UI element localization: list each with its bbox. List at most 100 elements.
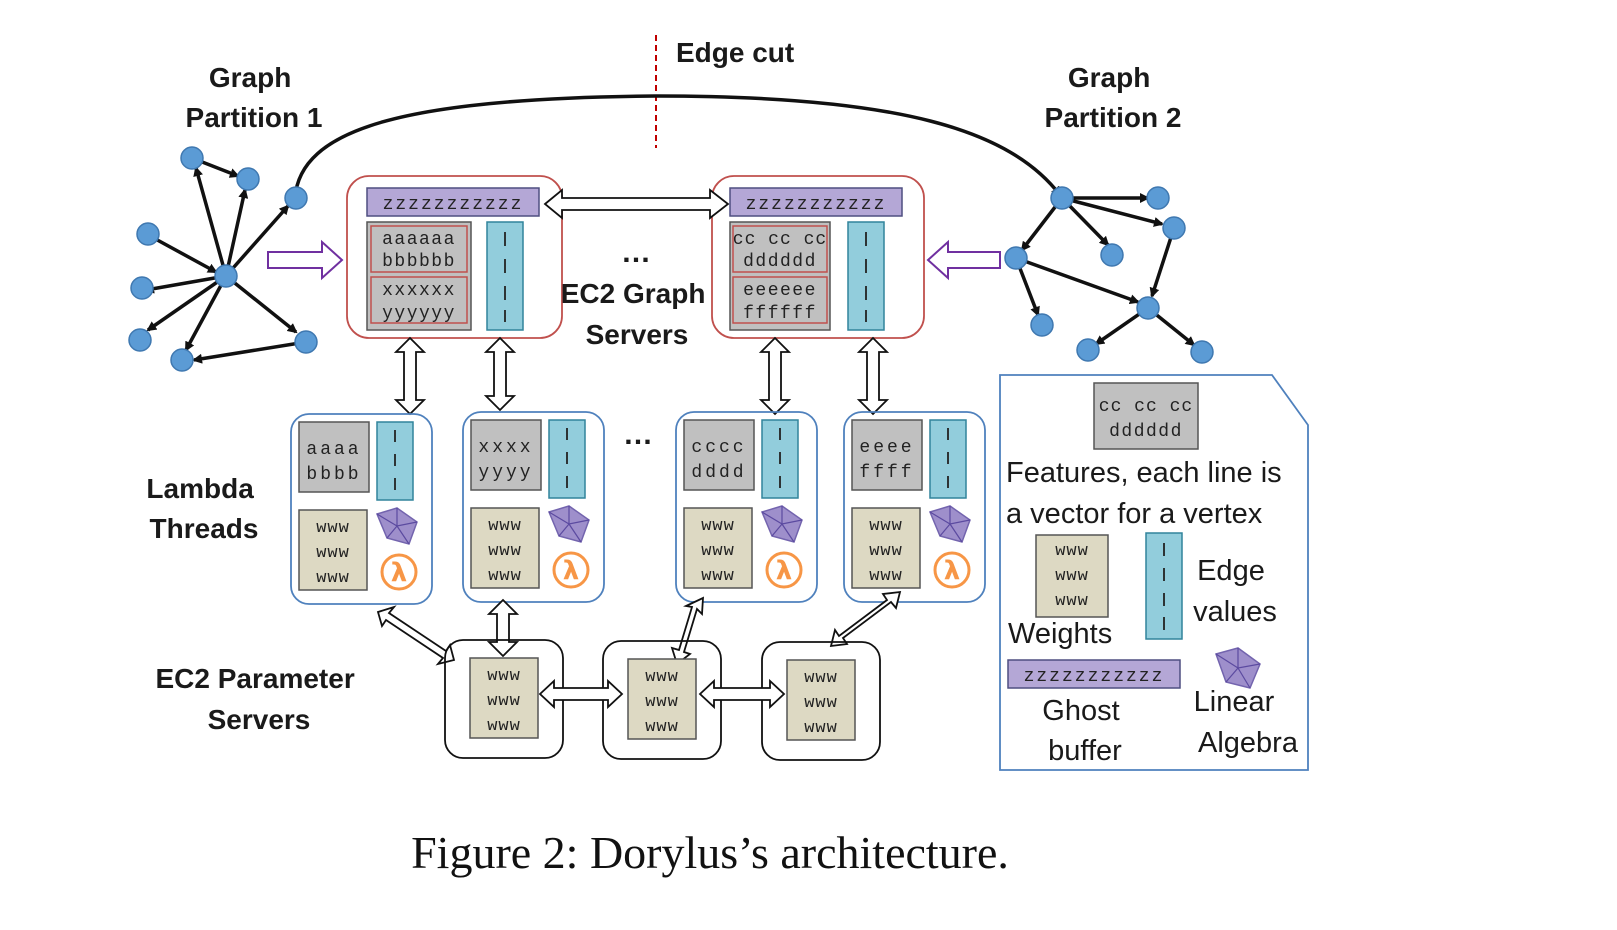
edge-cut-label: Edge cut [676, 37, 794, 68]
param-weights-line: www [804, 669, 838, 688]
feature-line: dddddd [743, 252, 817, 272]
graph-1-vertices [128, 146, 318, 372]
legend-linear-algebra-icon [1215, 647, 1261, 689]
lambda-param-arrows [376, 590, 902, 666]
lambda-weights-line: www [488, 542, 522, 561]
cross-partition-edge [293, 94, 1062, 199]
feature-line: eeeeee [743, 281, 817, 301]
param-sync-arrows [538, 678, 786, 710]
lambda-glyph: λ [776, 556, 792, 586]
legend-feature-line: cc cc cc [1099, 397, 1193, 417]
graph-servers-label: EC2 Graph Servers [561, 278, 713, 350]
lambda-weights-line: www [701, 567, 735, 586]
lambda-feature-line: yyyy [478, 463, 533, 483]
linear-algebra-icon [375, 507, 418, 545]
legend-edge-values-text: Edge values [1193, 555, 1277, 628]
feature-line: bbbbbb [382, 252, 456, 272]
legend-weights-line: www [1055, 592, 1089, 611]
param-weights-line: www [645, 718, 679, 737]
graph-partition-2-label: Graph Partition 2 [1045, 62, 1182, 133]
lambda-weights-line: www [488, 517, 522, 536]
ghost-buffer [366, 187, 540, 217]
graph-partition-1 [144, 156, 307, 364]
lambda-feature-line: cccc [691, 438, 746, 458]
lambda-glyph: λ [391, 558, 407, 588]
linear-algebra-icon [760, 505, 803, 543]
ellipsis: … [623, 418, 653, 451]
lambda-feature-line: xxxx [478, 438, 533, 458]
lambda-feature-line: bbbb [306, 465, 361, 485]
param-weights-line: www [804, 719, 838, 738]
legend-weights-line: www [1055, 567, 1089, 586]
legend-feature-sample [1093, 382, 1199, 450]
lambda-icon [380, 553, 418, 591]
param-weights-line: www [487, 717, 521, 736]
legend-ghost-sample [1007, 659, 1181, 689]
partition-1-to-server-arrow [267, 239, 344, 281]
parameter-server: www www www [602, 640, 722, 760]
feature-line: aaaaaa [382, 230, 456, 250]
lambda-feature-block [298, 421, 370, 493]
param-weights-line: www [804, 694, 838, 713]
lambda-feature-block [470, 419, 542, 491]
legend-weights-sample [1035, 534, 1109, 618]
feature-line: yyyyyy [382, 304, 456, 324]
feature-line: xxxxxx [382, 281, 456, 301]
lambda-weights-line: www [701, 517, 735, 536]
figure-caption: Figure 2: Dorylus’s architecture. [411, 827, 1009, 878]
ghost-buffer-text: zzzzzzzzzzz [746, 195, 887, 215]
param-weights-line: www [645, 693, 679, 712]
feature-block [366, 221, 472, 331]
server-lambda-arrows [393, 336, 890, 416]
feature-line: ffffff [743, 304, 817, 324]
feature-line: cc cc cc [733, 230, 827, 250]
lambda-weights-line: www [488, 567, 522, 586]
graph-partition-1-label: Graph Partition 1 [186, 62, 323, 133]
server-sync-arrow [543, 188, 730, 220]
lambda-threads-label: Lambda Threads [146, 473, 261, 544]
lambda-feature-block [683, 419, 755, 491]
legend-linear-algebra-text: Linear Algebra [1194, 686, 1299, 759]
legend-feature-line: dddddd [1109, 422, 1183, 442]
lambda-weights-line: www [316, 569, 350, 588]
ghost-buffer [729, 187, 903, 217]
lambda-glyph: λ [563, 556, 579, 586]
graph-server-2 [711, 175, 925, 339]
linear-algebra-icon [547, 505, 590, 543]
lambda-feature-line: dddd [691, 463, 746, 483]
legend-features-text: Features, each line is a vector for a ve… [1006, 457, 1290, 530]
legend-ghost-text-sample: zzzzzzzzzzz [1024, 667, 1165, 687]
graph-server-1 [346, 175, 563, 339]
lambda-icon [933, 551, 971, 589]
param-weights-block [469, 657, 539, 739]
lambda-weights-line: www [869, 567, 903, 586]
param-weights-line: www [645, 668, 679, 687]
lambda-weights-line: www [869, 517, 903, 536]
lambda-weights-line: www [316, 544, 350, 563]
lambda-weights-block [298, 509, 368, 591]
lambda-icon [765, 551, 803, 589]
partition-2-to-server-arrow [926, 239, 1001, 281]
feature-group [370, 276, 468, 324]
graph-2-vertices [1004, 186, 1214, 364]
param-weights-block [786, 659, 856, 741]
graph-partition-2 [1014, 193, 1196, 347]
parameter-server: www www www [761, 641, 881, 761]
lambda-weights-block [470, 507, 540, 589]
ellipsis: … [621, 236, 651, 269]
legend-weights-text: Weights [1008, 618, 1112, 650]
feature-block [729, 221, 831, 331]
lambda-thread: xxxx yyyy www www www λ [462, 411, 605, 603]
lambda-weights-block [683, 507, 753, 589]
ghost-buffer-text: zzzzzzzzzzz [383, 195, 524, 215]
param-weights-line: www [487, 692, 521, 711]
param-weights-line: www [487, 667, 521, 686]
lambda-icon [552, 551, 590, 589]
feature-group [732, 225, 828, 273]
lambda-weights-line: www [869, 542, 903, 561]
linear-algebra-icon [928, 505, 971, 543]
